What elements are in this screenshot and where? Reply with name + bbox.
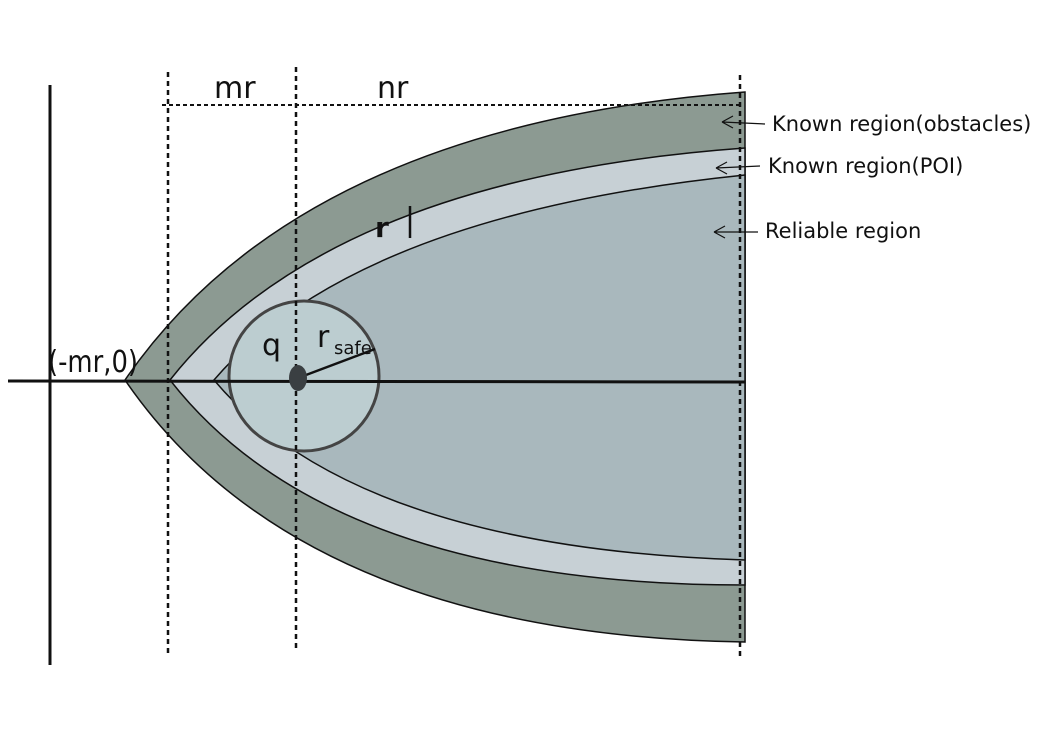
poi-annotation: Known region(POI) bbox=[768, 154, 963, 178]
q-label: q bbox=[262, 328, 281, 363]
r-safe-subscript: safe bbox=[334, 338, 372, 359]
r-label: r bbox=[375, 211, 389, 244]
q-point bbox=[289, 365, 307, 391]
r-safe-radius bbox=[297, 347, 376, 380]
x-axis bbox=[7, 379, 746, 384]
annotation-arrows bbox=[713, 115, 766, 239]
origin-label: (-mr,0) bbox=[48, 345, 138, 380]
reliable-annotation: Reliable region bbox=[765, 219, 921, 243]
nr-label: nr bbox=[377, 71, 409, 106]
obstacles-annotation: Known region(obstacles) bbox=[772, 112, 1031, 136]
mr-label: mr bbox=[214, 71, 256, 106]
r-safe-label: r bbox=[317, 320, 330, 355]
